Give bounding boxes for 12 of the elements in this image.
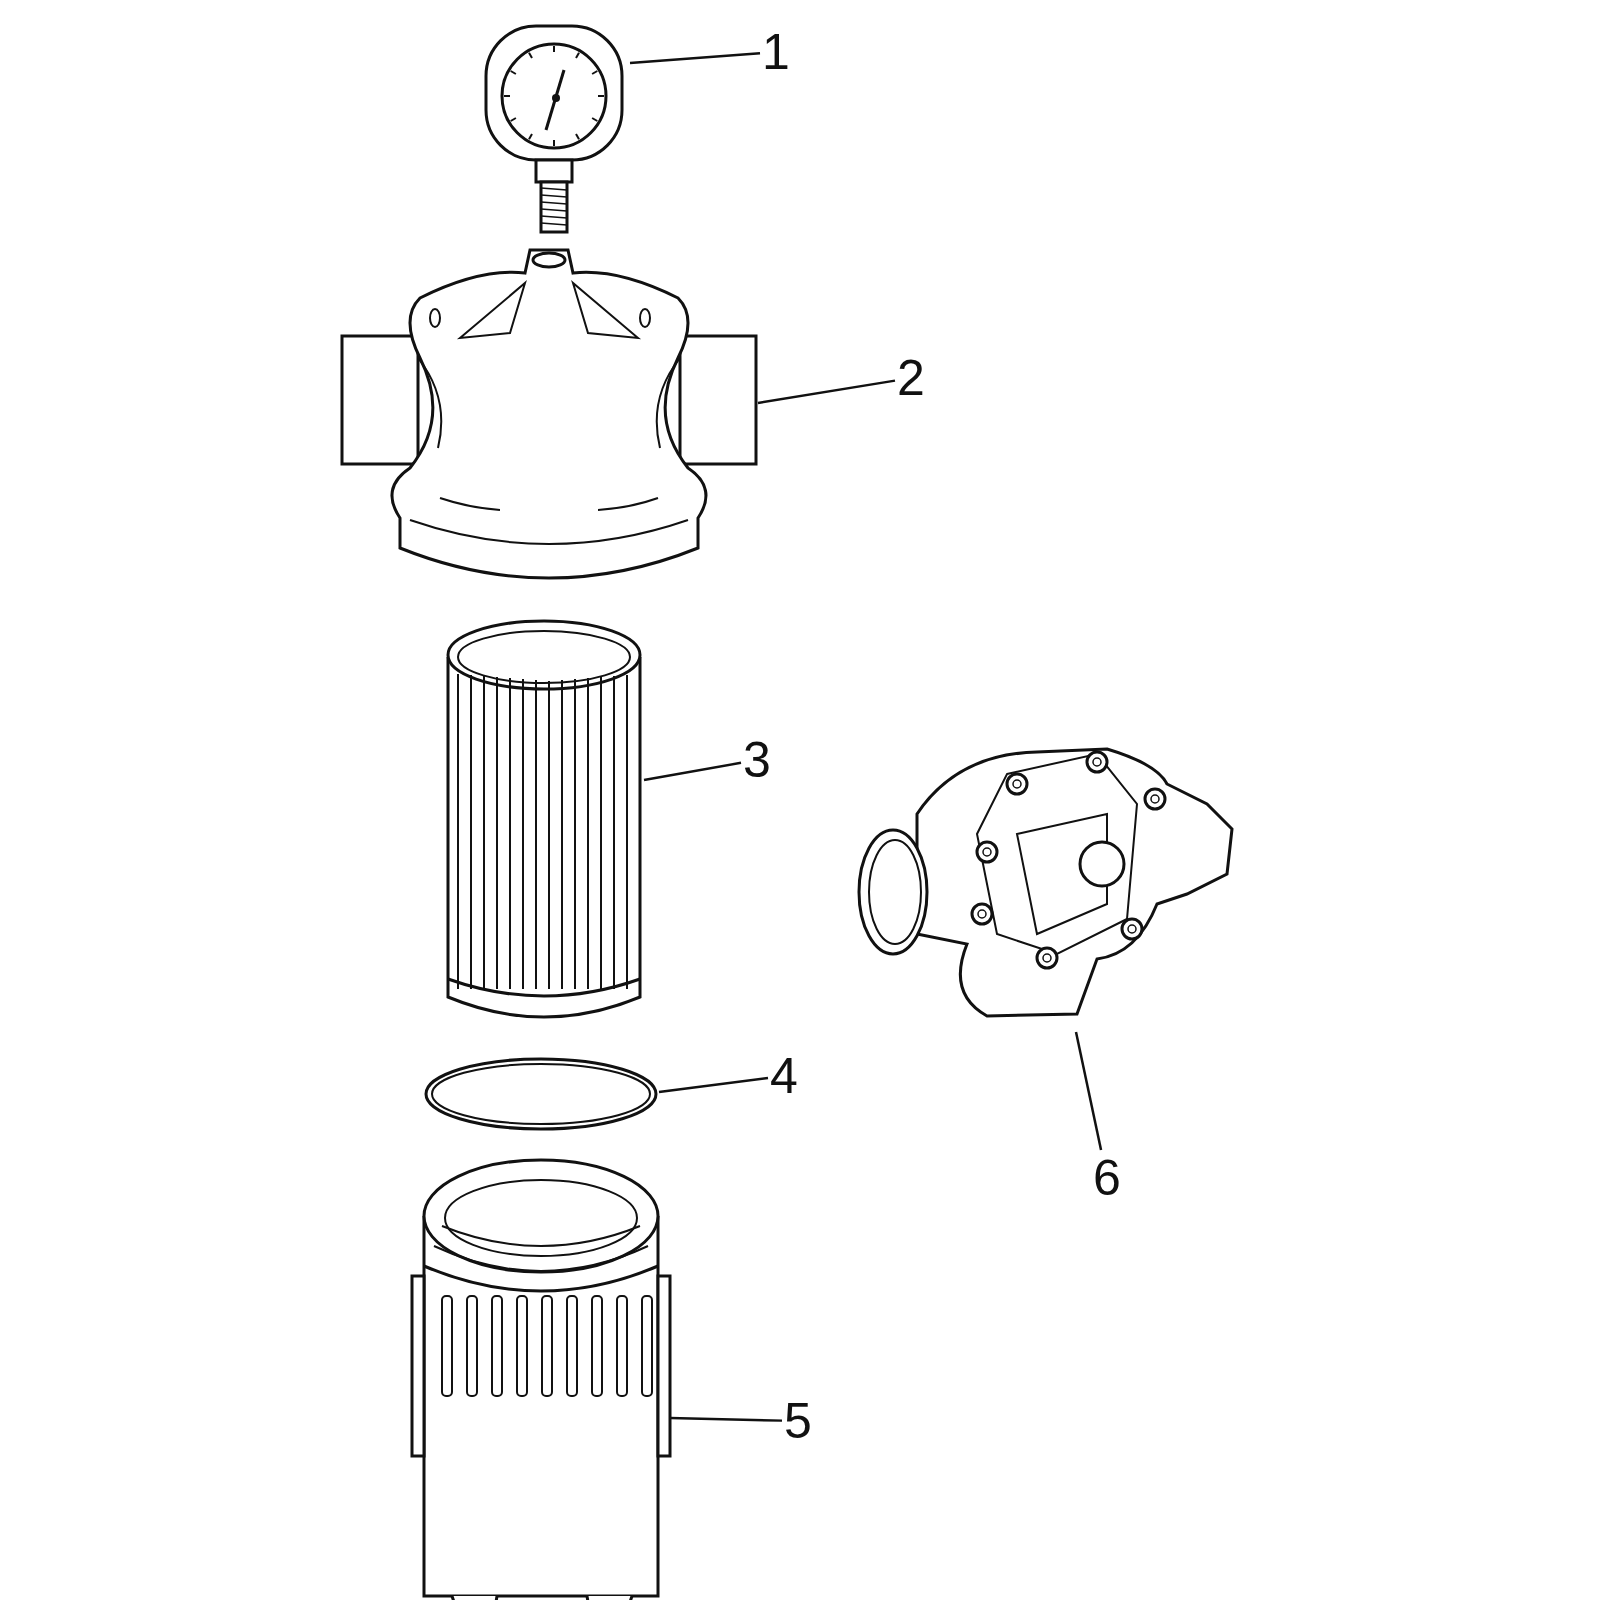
- callout-number: 1: [760, 24, 792, 80]
- leader-line: [643, 761, 742, 782]
- leader-line: [658, 1076, 769, 1094]
- leader-line: [757, 379, 896, 405]
- callout-number: 6: [1091, 1150, 1123, 1206]
- callout-number: 4: [768, 1048, 800, 1104]
- leader-line: [1074, 1031, 1103, 1151]
- callout-number: 3: [741, 732, 773, 788]
- callout-number: 2: [895, 350, 927, 406]
- leader-line: [669, 1416, 783, 1422]
- callout-number: 5: [782, 1393, 814, 1449]
- leader-line: [629, 51, 761, 65]
